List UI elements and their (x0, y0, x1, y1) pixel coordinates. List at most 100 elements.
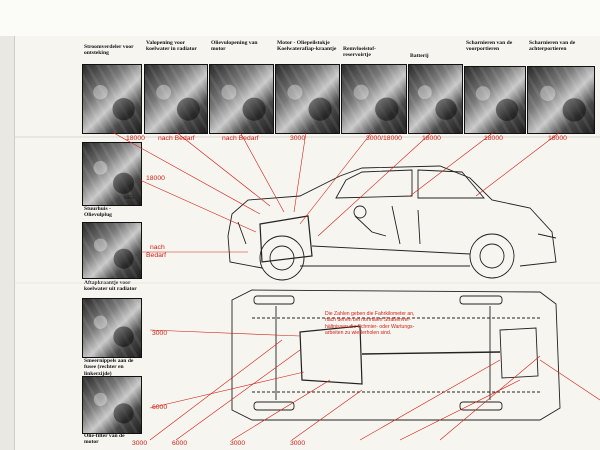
caption-line: Motor - Oliepeilstokje Koelwaterafiap-kr… (277, 40, 337, 53)
caption-battery: Batterij (410, 53, 460, 59)
leader-line (175, 131, 271, 207)
photo-oil-filler (209, 64, 274, 134)
photo-brake-reservoir (341, 64, 407, 134)
photo-front-hinges (464, 66, 526, 134)
caption-grease-nipples: Smeernippels aan de fusee (rechter en li… (84, 358, 140, 377)
propeller-shaft (361, 351, 501, 355)
photo-oil-filter (82, 376, 142, 434)
photo-grease-nipples (82, 298, 142, 358)
left-page-edge (0, 36, 15, 450)
axles (275, 306, 491, 400)
photo-code: SS55 (124, 196, 135, 201)
driveshaft (311, 245, 471, 255)
interval-label: Bedarf (146, 252, 167, 259)
rear-wheel (469, 233, 515, 279)
photo-battery (408, 64, 463, 134)
leader-line (239, 131, 285, 213)
chassis-outline (231, 289, 561, 421)
leader-line (291, 389, 363, 441)
interval-label: 3000 (290, 440, 306, 447)
interval-label: 6000 (172, 440, 188, 447)
rear-hub (479, 243, 505, 269)
rear-left-wheel (459, 295, 503, 305)
seat-frames (391, 205, 421, 245)
frame-rails (252, 317, 540, 393)
interval-label: 18000 (422, 135, 441, 142)
photo-radiator-filler (144, 64, 208, 134)
photo-dipstick (275, 64, 340, 134)
leader-line (359, 359, 501, 441)
interval-note: Die Zahlen geben die Fahrkilometer an, n… (325, 311, 441, 336)
car-rear-window (417, 169, 485, 199)
leader-line (149, 339, 283, 441)
leader-line (175, 349, 301, 441)
caption-steering-box: Stuurhuis - Olievulplug (84, 206, 140, 219)
note-line: nach denen bei normalen Straßenver- (325, 317, 411, 324)
steering-wheel (353, 205, 367, 219)
steering-column (354, 215, 387, 237)
engine-block (259, 215, 313, 263)
interval-label: 3000 (132, 440, 148, 447)
interval-label: 3000/18000 (366, 135, 402, 142)
car-side-view (227, 165, 557, 281)
note-line: hältnissen die Schmier- oder Wartungs- (325, 323, 415, 330)
leader-line (111, 131, 261, 215)
note-line: arbeiten zu wiederholen sind. (325, 329, 392, 336)
leader-line (293, 131, 307, 213)
note-line: Die Zahlen geben die Fahrkilometer an, (325, 311, 415, 317)
caption-distributor: Stroomverdeler voor ontsteking (84, 44, 140, 57)
car-front-window (335, 169, 413, 199)
caption-brake-reservoir: Remvloeistof-reservoirtje (343, 46, 403, 59)
photo-steering-box (82, 142, 142, 206)
engine-plan (299, 325, 363, 385)
interval-label: nach (150, 244, 165, 251)
caption-dipstick: Motor - Oliepeilstokje Koelwaterafiap-kr… (277, 40, 339, 53)
leader-line (399, 379, 521, 441)
caption-rear-hinges: Scharnieren van de achterportieren (529, 40, 591, 53)
leader-line (475, 131, 561, 197)
caption-oil-filter: Olie-filter van de motor (84, 433, 140, 446)
interval-label: 3000 (152, 330, 168, 337)
interval-label: 18000 (484, 135, 503, 142)
interval-label: 3000 (230, 440, 246, 447)
caption-line: Scharnieren van de achterportieren (529, 40, 576, 53)
bumpers (237, 221, 557, 245)
red-leader-lines (111, 131, 600, 441)
caption-oil-filler: Olievulopening van motor (211, 40, 271, 53)
leader-line (439, 355, 541, 441)
interval-label: 6000 (152, 404, 168, 411)
caption-line: Scharnieren van de voorportieren (466, 40, 513, 53)
front-wheel (259, 235, 305, 281)
caption-line: Batterij (410, 53, 429, 59)
front-right-wheel (253, 401, 295, 411)
interval-label: 18000 (146, 175, 165, 182)
fuel-tank (499, 327, 539, 379)
caption-line: Smeernippels aan de fusee (rechter en li… (84, 358, 134, 377)
interval-label: 3000 (290, 135, 306, 142)
front-left-wheel (253, 295, 295, 305)
caption-line: Olie-filter van de motor (84, 433, 125, 446)
leader-line (539, 359, 600, 401)
caption-front-hinges: Scharnieren van de voorportieren (466, 40, 524, 53)
photo-rear-hinges (527, 66, 595, 134)
photo-distributor (82, 64, 142, 134)
leader-line (149, 329, 301, 337)
interval-label: nach Bedarf (222, 135, 259, 142)
caption-line: Stuurhuis - Olievulplug (84, 206, 112, 219)
chassis-plan-view (231, 289, 561, 421)
car-front-outline (227, 235, 263, 269)
leader-line (139, 179, 257, 233)
leader-line (299, 131, 373, 225)
caption-line: Olievulopening van motor (211, 40, 258, 53)
leader-line (409, 131, 495, 197)
caption-line: Stroomverdeler voor ontsteking (84, 44, 134, 57)
interval-label: 18000 (126, 135, 145, 142)
photo-radiator-drain (82, 222, 142, 279)
interval-label: nach Bedarf (158, 135, 195, 142)
leader-line (317, 131, 433, 237)
leader-line (231, 379, 331, 441)
leader-line (149, 371, 305, 409)
caption-line: Valopening voor koelwater in radiator (146, 40, 197, 53)
rear-right-wheel (459, 401, 503, 411)
